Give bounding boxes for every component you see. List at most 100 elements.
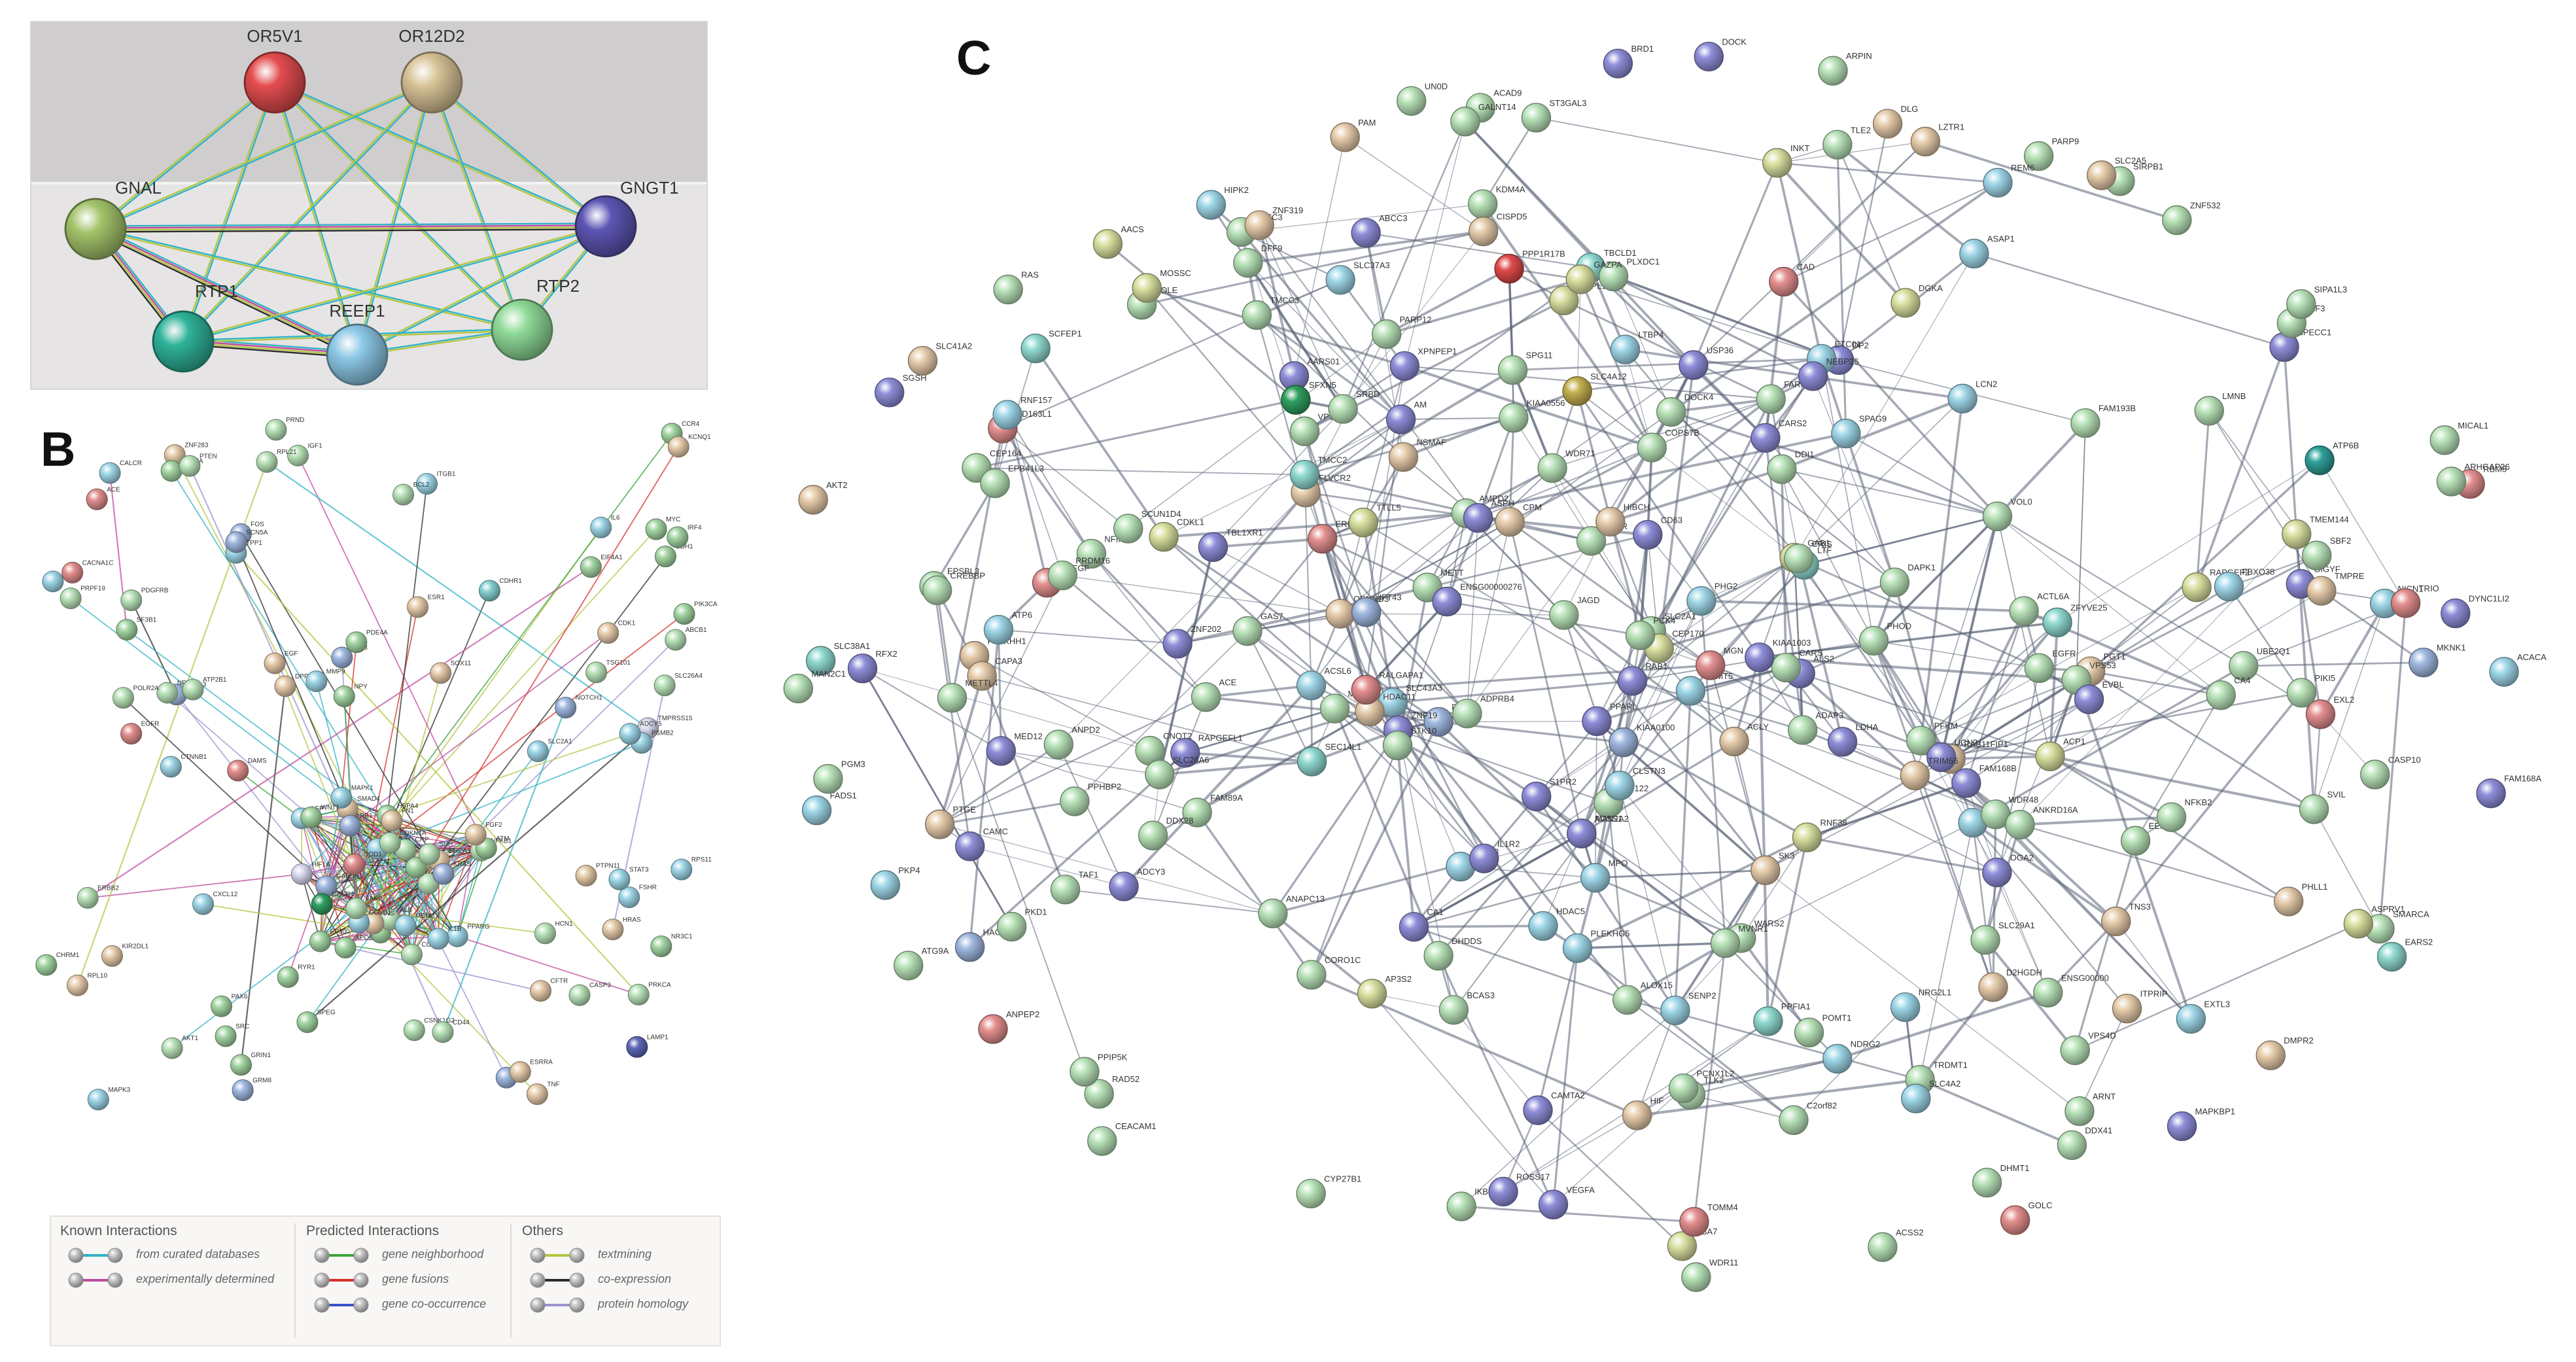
panel-c-node-casp10[interactable]: CASP10 <box>2360 755 2421 790</box>
panel-c-node-fam89a[interactable]: FAM89A <box>1182 793 1243 828</box>
panel-c-node-slc37a3[interactable]: SLC37A3 <box>1325 260 1390 295</box>
panel-c-node-srbd[interactable]: SRBD <box>1328 389 1380 424</box>
panel-c-node-parp9[interactable]: PARP9 <box>2023 137 2080 171</box>
panel-c-node-tns3[interactable]: TNS3 <box>2101 901 2151 937</box>
panel-c-node-nsmaf[interactable]: NSMAF <box>1388 438 1446 472</box>
panel-c-node-rab1[interactable]: RAB1 <box>1617 661 1667 696</box>
panel-b-node-irf4[interactable]: IRF4 <box>667 524 702 548</box>
panel-c-node-cops7b[interactable]: COPS7B <box>1637 428 1699 463</box>
panel-c-node-adprb4[interactable]: ADPRB4 <box>1452 694 1514 729</box>
panel-b-node-csnk1g2[interactable]: CSNK1G2 <box>403 1017 455 1041</box>
panel-b-node-mapk1[interactable]: MAPK1 <box>330 784 374 809</box>
panel-c-node-mknk1[interactable]: MKNK1 <box>2409 643 2466 678</box>
panel-c-node-fam168b[interactable]: FAM168B <box>1951 763 2017 798</box>
panel-c-node-anpep2[interactable]: ANPEP2 <box>978 1009 1039 1044</box>
panel-c-node-gas7[interactable]: GAS7 <box>1232 612 1283 646</box>
panel-a-node-or12d2[interactable]: OR12D2 <box>398 26 465 114</box>
panel-c-node-ldha[interactable]: LDHA <box>1827 722 1879 757</box>
panel-c-node-adcy3[interactable]: ADCY3 <box>1109 867 1165 901</box>
panel-c-node-kiaa1003[interactable]: KIAA1003 <box>1745 638 1811 672</box>
panel-c-node-vegfa[interactable]: VEGFA <box>1538 1185 1595 1219</box>
panel-b-node-src[interactable]: SRC <box>215 1023 249 1047</box>
panel-c-node-anapc13[interactable]: ANAPC13 <box>1258 894 1325 928</box>
panel-c-node-hibch[interactable]: HIBCH <box>1595 502 1650 537</box>
panel-b-node-tsg101[interactable]: TSG101 <box>585 659 631 684</box>
panel-c-node-man2c1[interactable]: MAN2C1 <box>783 669 846 704</box>
panel-b-node-ptpn11[interactable]: PTPN11 <box>575 863 621 887</box>
panel-c-node-tmcc2[interactable]: TMCC2 <box>1289 455 1348 490</box>
panel-b-node-apoe[interactable]: APOE <box>334 935 374 959</box>
panel-c-node-cars[interactable]: CARS <box>1771 648 1823 683</box>
panel-b-node-npy[interactable]: NPY <box>333 684 368 708</box>
panel-b-node-pten[interactable]: PTEN <box>179 453 217 477</box>
panel-c-node-galnt14[interactable]: GALNT14 <box>1450 102 1516 137</box>
panel-c-node-atg9a[interactable]: ATG9A <box>894 946 949 981</box>
panel-c-node-golc[interactable]: GOLC <box>2000 1200 2053 1235</box>
panel-c-node-atp6b[interactable]: ATP6B <box>2305 441 2359 476</box>
panel-c-node-spag9[interactable]: SPAG9 <box>1831 414 1887 449</box>
panel-c-node-senp2[interactable]: SENP2 <box>1660 990 1716 1026</box>
panel-c-node-plxdc1[interactable]: PLXDC1 <box>1598 257 1660 292</box>
panel-c-node-sbf2[interactable]: SBF2 <box>2302 536 2352 570</box>
panel-b-node-mmp9[interactable]: MMP9 <box>305 668 345 692</box>
panel-b-node-rpl10[interactable]: RPL10 <box>66 972 107 996</box>
panel-c-node-cpm[interactable]: CPM <box>1495 502 1542 537</box>
panel-c-node-cdkl1[interactable]: CDKL1 <box>1149 517 1204 552</box>
panel-c-node-sk3[interactable]: SK3 <box>1750 850 1795 885</box>
panel-b-node-fshr[interactable]: FSHR <box>618 884 657 909</box>
panel-c-node-acp1[interactable]: ACP1 <box>2035 737 2085 771</box>
panel-c-node-am[interactable]: AM <box>1385 400 1427 434</box>
panel-b-node-slc2a1[interactable]: SLC2A1 <box>527 739 572 763</box>
panel-c-node-ace[interactable]: ACE <box>1191 678 1237 712</box>
panel-a-node-reep1[interactable]: REEP1 <box>326 301 389 386</box>
panel-c-node-dync1li2[interactable]: DYNC1LI2 <box>2441 594 2509 629</box>
panel-c-node-stk10[interactable]: STK10 <box>1382 725 1436 761</box>
panel-c-node-ears2[interactable]: EARS2 <box>2376 937 2433 972</box>
panel-c-node-lmnb[interactable]: LMNB <box>2194 391 2246 426</box>
panel-c-node-plekhg5[interactable]: PLEKHG5 <box>1562 928 1630 964</box>
panel-c-node-acsl6[interactable]: ACSL6 <box>1296 666 1351 701</box>
panel-b-node-chrm1[interactable]: CHRM1 <box>35 952 80 976</box>
panel-b-node-bcl2[interactable]: BCL2 <box>392 481 430 506</box>
panel-c-node-slc43a3[interactable]: SLC43A3 <box>1378 683 1442 718</box>
panel-a-node-rtp1[interactable]: RTP1 <box>152 281 238 373</box>
panel-b-node-grin1[interactable]: GRIN1 <box>230 1052 271 1076</box>
panel-b-node-ryr1[interactable]: RYR1 <box>277 964 315 988</box>
panel-c-node-ensg00000276[interactable]: ENSG00000276 <box>1432 582 1522 617</box>
panel-c-node-camta2[interactable]: CAMTA2 <box>1523 1091 1585 1125</box>
panel-b-node-rb1[interactable]: RB1 <box>339 812 373 837</box>
panel-c-node-znf202[interactable]: ZNF202 <box>1162 624 1221 659</box>
panel-c-node-actl6a[interactable]: ACTL6A <box>2009 591 2070 626</box>
panel-c-node-fam168a[interactable]: FAM168A <box>2476 774 2541 809</box>
panel-c-node-slc38a1[interactable]: SLC38A1 <box>805 641 871 676</box>
panel-b-node-cxcr4[interactable]: CXCR4 <box>311 891 355 915</box>
panel-c-node-ube2q1[interactable]: UBE2Q1 <box>2229 646 2290 681</box>
panel-b-node-pdgfrb[interactable]: PDGFRB <box>120 587 169 612</box>
panel-c-node-s1pr2[interactable]: S1PR2 <box>1522 777 1576 812</box>
panel-b-node-dams[interactable]: DAMS <box>227 758 267 782</box>
panel-c-node-rfx2[interactable]: RFX2 <box>847 649 897 684</box>
panel-b-node-calcr[interactable]: CALCR <box>99 460 142 484</box>
panel-b-node-pik3ca[interactable]: PIK3CA <box>673 601 718 625</box>
panel-b-node-kcnq1[interactable]: KCNQ1 <box>667 434 711 458</box>
panel-b-node-cdkn1a[interactable]: CDKN1A <box>379 830 426 854</box>
panel-c-node-med12[interactable]: MED12 <box>986 731 1043 766</box>
panel-b-node-stat3[interactable]: STAT3 <box>608 866 649 890</box>
panel-c-node-dapk1[interactable]: DAPK1 <box>1879 563 1936 597</box>
panel-b-node-pde4a[interactable]: PDE4A <box>345 629 388 654</box>
panel-c-node-sgsh[interactable]: SGSH <box>875 373 927 408</box>
panel-c-node-usp36[interactable]: USP36 <box>1679 345 1733 380</box>
panel-c-node-trio[interactable]: TRIO <box>2390 584 2439 618</box>
panel-b-node-pax6[interactable]: PAX6 <box>211 993 248 1017</box>
panel-c-node-dmpr2[interactable]: DMPR2 <box>2255 1036 2314 1070</box>
panel-a-node-or5v1[interactable]: OR5V1 <box>243 26 306 114</box>
panel-c-node-dock[interactable]: DOCK <box>1694 37 1747 72</box>
panel-c-node-abcc3[interactable]: ABCC3 <box>1351 213 1407 248</box>
panel-c-node-znf319[interactable]: ZNF319 <box>1244 205 1303 240</box>
panel-c-node-rapgefl1[interactable]: RAPGEFL1 <box>1170 733 1243 768</box>
panel-c-node-epb41l3[interactable]: EPB41L3 <box>980 464 1044 498</box>
panel-c-node-coro1c[interactable]: CORO1C <box>1297 955 1361 990</box>
panel-c-node-arpin[interactable]: ARPIN <box>1818 51 1872 86</box>
panel-c-node-rem6[interactable]: REM6 <box>1983 163 2034 198</box>
panel-c-node-pfkm[interactable]: PFKM <box>1906 721 1958 756</box>
